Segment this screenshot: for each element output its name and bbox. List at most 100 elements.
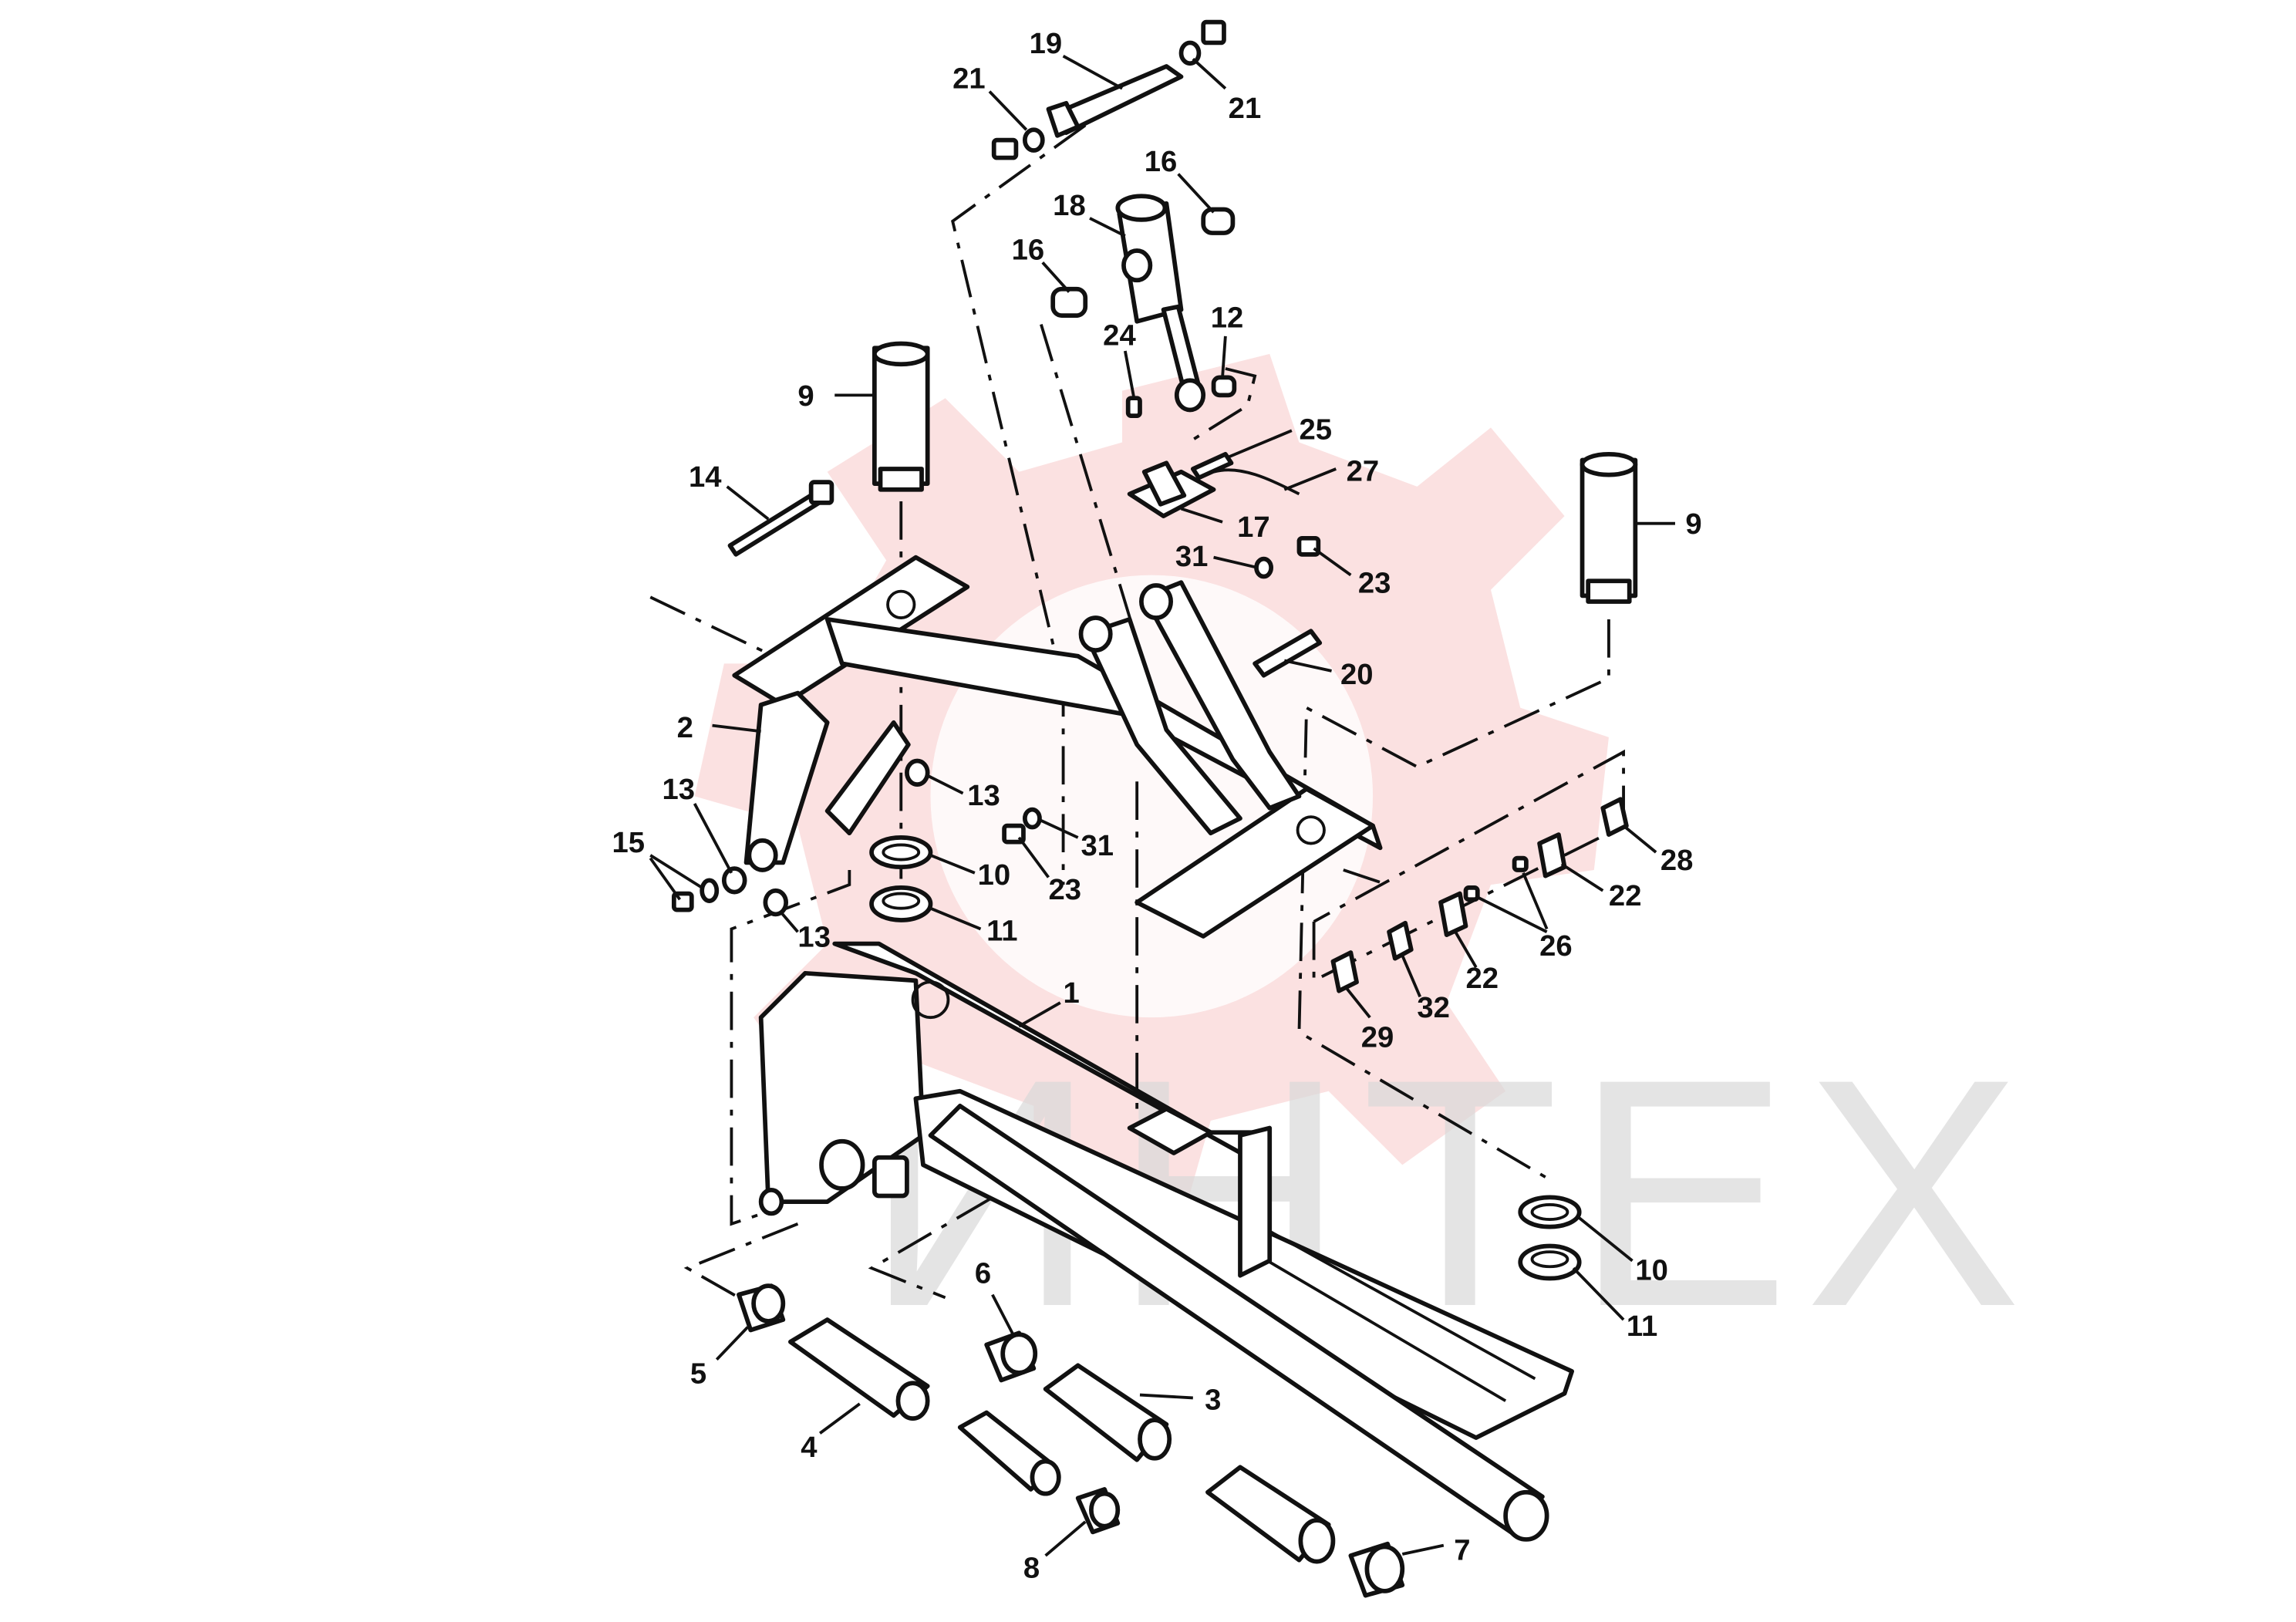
leader-15 <box>649 854 703 889</box>
leader-14 <box>726 485 770 521</box>
leader-19 <box>1062 54 1123 90</box>
callout-31-top: 31 <box>1175 540 1209 573</box>
frame-right-plate <box>1135 786 1375 939</box>
leader-7 <box>1401 1543 1445 1556</box>
bracket-ear <box>1141 460 1187 507</box>
callout-14: 14 <box>689 460 722 494</box>
leader-16a <box>1177 173 1215 214</box>
part-sleeve-right <box>1580 451 1638 604</box>
plate-22-right <box>1537 832 1567 878</box>
ring-10-left <box>869 835 933 870</box>
part-handle-bar <box>991 19 1226 160</box>
leader-26a <box>1522 872 1549 930</box>
leader-17 <box>1180 507 1223 524</box>
frame-mid-leg <box>824 720 911 836</box>
bushing-13-left <box>721 866 747 895</box>
bushing-13-upper <box>905 758 930 787</box>
washer-31-bottom <box>1022 807 1042 830</box>
callout-23-top: 23 <box>1358 567 1391 600</box>
leader-28 <box>1622 824 1657 854</box>
leader-6 <box>991 1293 1015 1336</box>
washer-15 <box>700 878 720 903</box>
tube-4 <box>788 1317 930 1418</box>
callout-15: 15 <box>612 826 646 859</box>
assembly-line <box>1188 367 1257 444</box>
cylinder-pivot <box>1121 248 1153 283</box>
part-long-shaft <box>928 1103 1549 1542</box>
callout-21-left: 21 <box>952 62 986 96</box>
leader-26b <box>1475 895 1548 933</box>
callout-12: 12 <box>1211 301 1244 334</box>
callout-10-right: 10 <box>1635 1253 1668 1286</box>
tube-3-end <box>1138 1418 1172 1461</box>
callout-19: 19 <box>1030 27 1063 60</box>
leader-18 <box>1089 217 1126 238</box>
washer-21-right <box>1178 40 1202 66</box>
leader-10b <box>1578 1216 1633 1263</box>
frame-hardware <box>671 535 1323 917</box>
main-frame-bushing <box>758 1187 784 1216</box>
cylinder-top <box>1115 194 1168 222</box>
leader-11a <box>929 906 982 931</box>
leader-5 <box>715 1326 749 1361</box>
plate-29 <box>1330 950 1359 993</box>
ring-11-left-inner <box>882 892 921 910</box>
leader-1 <box>1018 1001 1061 1028</box>
sleeve-left-top <box>872 341 930 367</box>
callout-5: 5 <box>690 1357 706 1390</box>
callout-9-right: 9 <box>1685 508 1701 541</box>
leader-29 <box>1345 986 1371 1019</box>
main-frame-rail-1 <box>1269 1229 1536 1381</box>
frame-center-eye <box>1078 615 1113 653</box>
sleeve-right-body <box>1580 457 1638 599</box>
callout-16-bottom: 16 <box>1012 233 1045 266</box>
callout-24: 24 <box>1103 319 1136 352</box>
callout-26: 26 <box>1539 929 1573 963</box>
leader-31b <box>1039 818 1079 839</box>
callout-11-left: 11 <box>986 915 1017 948</box>
callout-9-left: 9 <box>797 379 814 413</box>
callout-6: 6 <box>975 1256 991 1290</box>
assembly-line <box>683 1222 799 1300</box>
part-rings-left <box>869 835 933 922</box>
assembly-line <box>1343 868 1388 886</box>
leader-10a <box>929 854 976 875</box>
callout-2: 2 <box>677 711 693 744</box>
sleeve-left-thread <box>878 467 924 492</box>
callout-13-lower: 13 <box>797 920 831 953</box>
main-frame-pivot <box>819 1138 865 1191</box>
leader-31a <box>1213 555 1259 569</box>
leader-20 <box>1283 659 1332 673</box>
callout-18: 18 <box>1053 189 1086 222</box>
callout-29: 29 <box>1361 1020 1394 1054</box>
bushing-5-face <box>751 1283 786 1324</box>
callout-labels: 19 21 21 16 18 16 12 24 9 25 27 14 17 9 … <box>612 27 1702 1585</box>
frame-rear-eye <box>1139 583 1174 620</box>
main-frame-post <box>1238 1125 1273 1278</box>
callout-4: 4 <box>801 1431 818 1464</box>
frame-left-leg <box>743 690 830 865</box>
callout-20: 20 <box>1340 658 1374 691</box>
cylinder-rod-eye <box>1174 378 1206 413</box>
bushing-13-lower <box>763 888 789 917</box>
sleeve-right-thread <box>1586 578 1632 604</box>
bushing-6-face <box>1000 1332 1038 1375</box>
leader-15b <box>649 857 682 901</box>
ring-10-left-inner <box>882 843 921 862</box>
part-rollers <box>737 1283 1405 1598</box>
callout-23-bottom: 23 <box>1048 873 1081 906</box>
leader-21a <box>988 90 1028 131</box>
leader-3 <box>1139 1393 1193 1400</box>
leader-25 <box>1227 429 1293 459</box>
ring-10-right-inner <box>1530 1203 1569 1221</box>
main-frame-pad <box>1127 1106 1213 1155</box>
plate-28 <box>1600 797 1629 837</box>
callout-16-top: 16 <box>1145 145 1178 178</box>
assembly-line <box>951 123 1087 657</box>
plate-32 <box>1387 920 1414 961</box>
callout-13-mid: 13 <box>967 779 1000 812</box>
callout-1: 1 <box>1064 976 1080 1010</box>
pin-16-top <box>1201 207 1236 235</box>
frame-left-hole <box>886 589 916 619</box>
tube-4-end <box>895 1381 930 1421</box>
